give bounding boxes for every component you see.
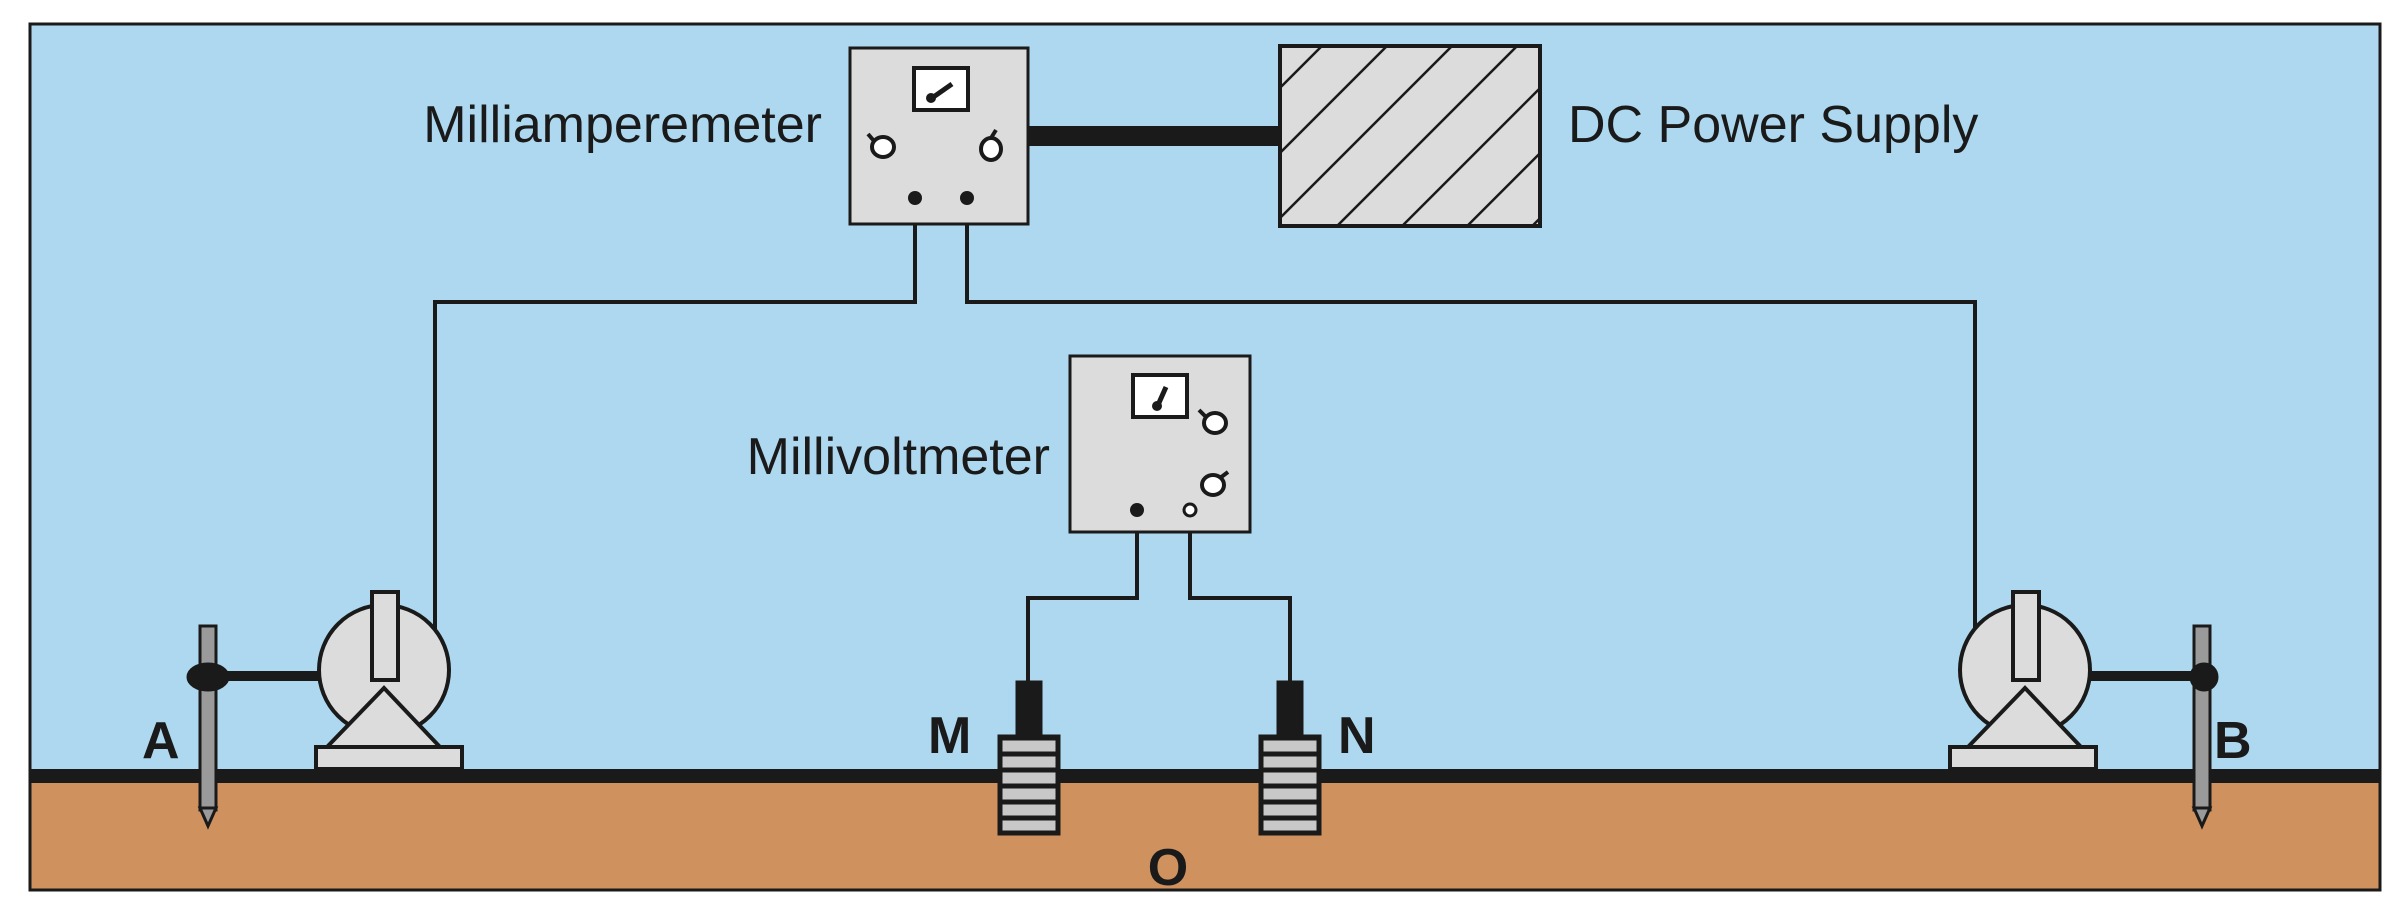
- millivoltmeter-label: Millivoltmeter: [747, 428, 1050, 486]
- electrode-a-label: A: [142, 712, 180, 770]
- ground-area: [28, 774, 2382, 892]
- potential-circuit-wires: [1026, 510, 1292, 683]
- current-circuit-wires: [433, 198, 1977, 640]
- knob-icon: [979, 128, 1003, 162]
- knob-icon: [866, 132, 896, 159]
- terminal: [960, 191, 974, 205]
- electrode-m-label: M: [928, 707, 971, 765]
- ground-stake-icon: [2189, 624, 2219, 830]
- electrode-b-label: B: [2214, 712, 2252, 770]
- milliamperemeter-label: Milliamperemeter: [423, 96, 822, 154]
- terminal: [1130, 503, 1144, 517]
- center-point-label: O: [1148, 839, 1188, 897]
- terminal: [1182, 502, 1198, 518]
- terminal: [908, 191, 922, 205]
- porous-pot-electrode-icon: [997, 680, 1061, 836]
- power-supply-label: DC Power Supply: [1568, 96, 1978, 154]
- electrode-n-label: N: [1338, 707, 1376, 765]
- milliamperemeter: [848, 46, 1030, 226]
- millivoltmeter: [1068, 354, 1252, 534]
- power-cable: [1028, 126, 1280, 146]
- porous-pot-electrode-icon: [1258, 680, 1322, 836]
- ground-stake-icon: [186, 624, 230, 830]
- knob-icon: [1197, 408, 1228, 435]
- cable-reel-icon: [1948, 590, 2202, 771]
- ground-surface-line: [30, 769, 2380, 783]
- cable-reel-icon: [206, 590, 464, 771]
- analog-gauge-icon: [1131, 373, 1189, 419]
- power-supply-box: [1278, 44, 1542, 228]
- knob-icon: [1200, 470, 1230, 497]
- analog-gauge-icon: [912, 66, 970, 112]
